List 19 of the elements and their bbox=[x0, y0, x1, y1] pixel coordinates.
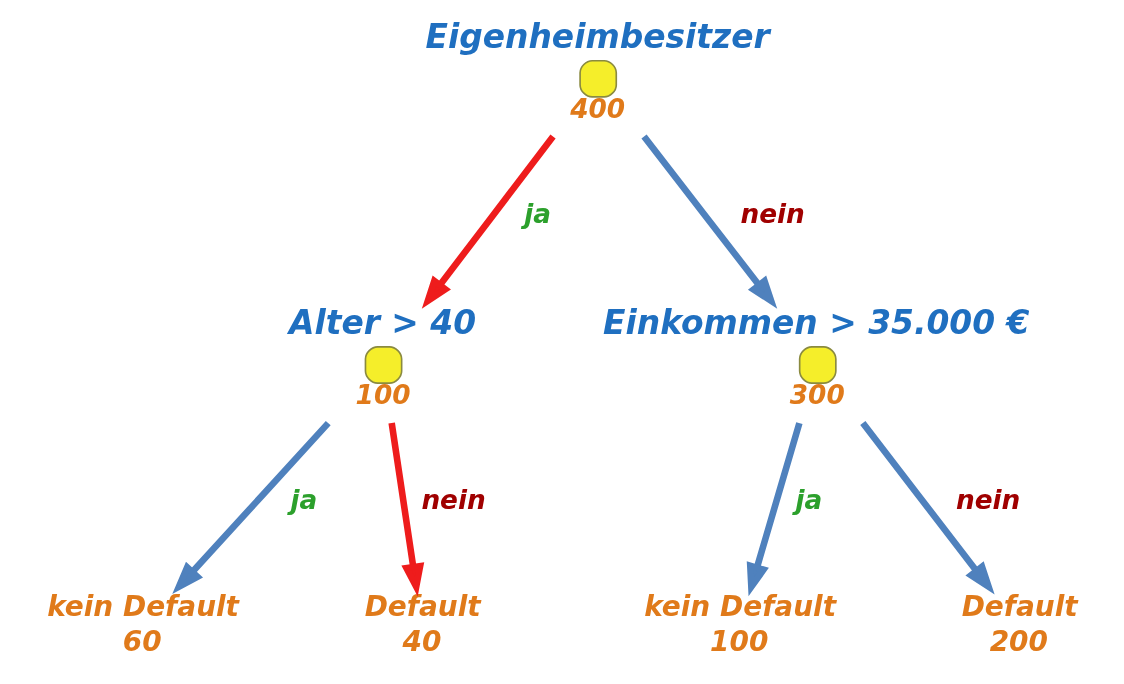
node-label: Eigenheimbesitzer bbox=[425, 16, 770, 56]
node-label: 100 bbox=[355, 380, 411, 411]
node-label: Alter > 40 bbox=[288, 302, 477, 342]
arrow bbox=[388, 422, 425, 597]
node-label: Einkommen > 35.000 € bbox=[603, 302, 1030, 342]
edge-label: nein bbox=[955, 485, 1021, 516]
arrow bbox=[746, 422, 803, 597]
node-text: kein Default 100 bbox=[644, 590, 837, 658]
node-text: kein Default 60 bbox=[47, 590, 239, 658]
arrow bbox=[860, 421, 995, 595]
node-text: Default 200 bbox=[961, 590, 1078, 658]
edge-label: nein bbox=[740, 199, 805, 230]
arrow bbox=[172, 420, 331, 595]
node-label: 300 bbox=[789, 380, 845, 411]
arrow bbox=[641, 134, 778, 309]
node-text: Default 40 bbox=[364, 590, 481, 658]
arrow bbox=[421, 134, 556, 309]
edge-label: nein bbox=[421, 485, 486, 516]
node-label: 400 bbox=[570, 93, 626, 124]
